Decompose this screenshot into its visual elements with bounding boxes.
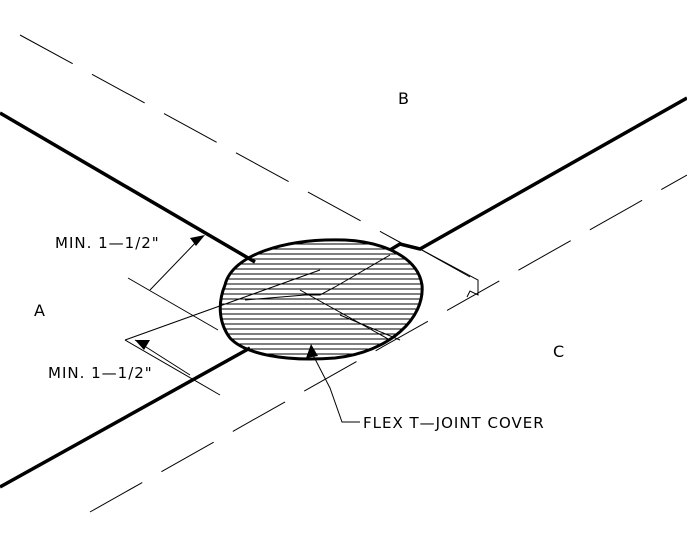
panel-edge-lower: [0, 346, 251, 489]
joint-crease-line: [244, 254, 391, 301]
seam-line-lower-right: [339, 314, 401, 341]
dimension-extension-upper: [127, 277, 219, 331]
region-label-b: B: [398, 89, 409, 108]
panel-edge-right-upper: [389, 96, 687, 252]
dashed-line-upper: [19, 34, 406, 246]
joint-step-line: [419, 248, 471, 278]
flex-t-joint-cover-outline: [218, 238, 424, 361]
panel-edge-left-upper: [0, 111, 256, 264]
callout-leader: [312, 354, 360, 423]
joint-step-detail: [399, 243, 479, 298]
dimension-line-upper: [149, 237, 201, 291]
region-label-c: C: [553, 342, 564, 361]
callout-arrow: [306, 344, 318, 358]
dimension-arrow-lower: [135, 340, 150, 350]
dimension-label-lower: MIN. 1—1/2": [48, 364, 153, 382]
dimension-arrow-upper: [190, 235, 205, 246]
dimension-label-upper: MIN. 1—1/2": [55, 234, 160, 252]
seam-line-diagonal: [299, 289, 391, 341]
callout-label: FLEX T—JOINT COVER: [363, 414, 545, 432]
flex-t-joint-cover: [220, 243, 423, 355]
seam-line-lower-left: [124, 269, 321, 341]
dashed-line-lower-right: [89, 174, 687, 513]
region-label-a: A: [34, 301, 45, 320]
dimension-extension-lower: [124, 339, 221, 396]
